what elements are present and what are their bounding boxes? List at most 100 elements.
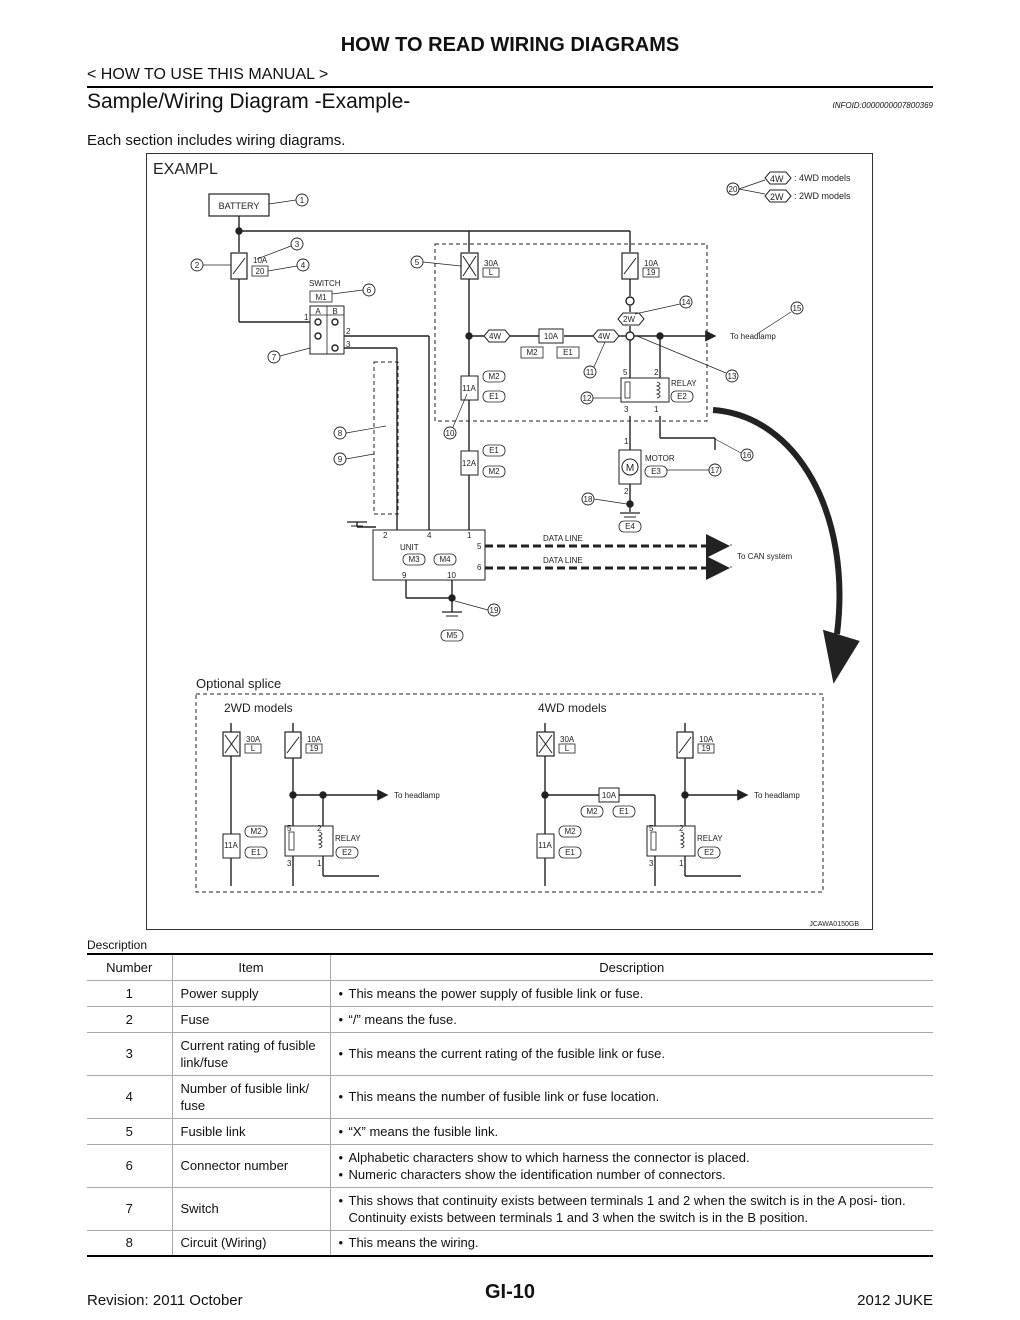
- svg-text:To headlamp: To headlamp: [754, 791, 800, 800]
- row-item: Power supply: [171, 980, 330, 1007]
- svg-text:E1: E1: [619, 807, 629, 816]
- optional-splice-label: Optional splice: [196, 676, 281, 691]
- svg-text:30A: 30A: [246, 735, 261, 744]
- svg-text:4: 4: [301, 261, 306, 270]
- svg-text:2: 2: [346, 327, 351, 336]
- svg-text:19: 19: [702, 744, 711, 753]
- svg-text:RELAY: RELAY: [335, 834, 361, 843]
- row-item: Connector number: [171, 1144, 330, 1188]
- row-item: Current rating of fusible link/fuse: [171, 1032, 330, 1076]
- legend: 4W : 4WD models 2W : 2WD models 20: [726, 171, 851, 203]
- svg-text:E1: E1: [565, 848, 575, 857]
- svg-text:3: 3: [287, 859, 292, 868]
- svg-text:E2: E2: [677, 392, 687, 401]
- svg-text:A: A: [315, 307, 321, 316]
- row-description: This shows that continuity exists betwee…: [329, 1187, 933, 1231]
- footer-page-number: GI-10: [484, 1281, 536, 1303]
- svg-text:20: 20: [256, 267, 265, 276]
- row-item: Number of fusible link/ fuse: [171, 1075, 330, 1119]
- svg-text:5: 5: [415, 258, 420, 267]
- fuse-12a: 12A E1 M2: [460, 444, 506, 478]
- svg-text:M2: M2: [526, 348, 538, 357]
- svg-text:L: L: [565, 744, 570, 753]
- svg-text:E4: E4: [625, 522, 635, 531]
- svg-text:5: 5: [477, 542, 482, 551]
- motor: 1 M 2 MOTOR E3 E4: [618, 437, 675, 533]
- svg-text:E1: E1: [489, 392, 499, 401]
- row-item: Fuse: [171, 1006, 330, 1033]
- svg-text:2: 2: [383, 531, 388, 540]
- row-item: Switch: [171, 1187, 330, 1231]
- svg-text:1: 1: [300, 196, 305, 205]
- switch: SWITCH M1 A B 1 2 3: [304, 279, 351, 355]
- svg-text:M: M: [626, 463, 634, 474]
- svg-text:12: 12: [583, 394, 592, 403]
- svg-text:2W: 2W: [623, 315, 635, 324]
- column-header: Number: [87, 953, 172, 981]
- row-description: This means the wiring.: [329, 1230, 933, 1257]
- unit-ground-m5: M5: [440, 611, 464, 642]
- svg-text:19: 19: [490, 606, 499, 615]
- table-row: 2 Fuse “/” means the fuse.: [87, 1006, 933, 1033]
- svg-text:12A: 12A: [462, 459, 477, 468]
- svg-text:E1: E1: [489, 446, 499, 455]
- svg-text:: 2WD models: : 2WD models: [794, 191, 851, 201]
- row-description: Alphabetic characters show to which harn…: [329, 1144, 933, 1188]
- svg-text:E2: E2: [704, 848, 714, 857]
- svg-text:5: 5: [649, 824, 654, 833]
- svg-text:1: 1: [654, 405, 659, 414]
- table-row: 8 Circuit (Wiring) This means the wiring…: [87, 1230, 933, 1257]
- svg-text:10A: 10A: [544, 332, 559, 341]
- figure-code: JCAWA0150GB: [809, 921, 859, 928]
- svg-text:17: 17: [711, 466, 720, 475]
- svg-text:2: 2: [654, 368, 659, 377]
- svg-text:2WD models: 2WD models: [224, 701, 293, 715]
- svg-text:B: B: [332, 307, 337, 316]
- svg-text:10: 10: [446, 429, 455, 438]
- table-row: 6 Connector number Alphabetic characters…: [87, 1144, 933, 1188]
- svg-text:To headlamp: To headlamp: [394, 791, 440, 800]
- svg-text:L: L: [489, 268, 494, 277]
- svg-text:13: 13: [728, 372, 737, 381]
- table-row: 1 Power supply This means the power supp…: [87, 980, 933, 1007]
- svg-text:11A: 11A: [224, 841, 238, 850]
- row-number: 2: [87, 1006, 172, 1033]
- table-row: 3 Current rating of fusible link/fuse Th…: [87, 1032, 933, 1076]
- svg-text:DATA LINE: DATA LINE: [543, 534, 583, 543]
- row-number: 6: [87, 1144, 172, 1188]
- middle-splice-row: 4W 10A M2 E1 4W 2W: [483, 312, 645, 359]
- row-number: 7: [87, 1187, 172, 1231]
- to-headlamp-label: To headlamp: [730, 332, 776, 341]
- svg-text:RELAY: RELAY: [697, 834, 723, 843]
- svg-text:To CAN system: To CAN system: [737, 552, 792, 561]
- data-lines: DATA LINE DATA LINE To CAN system: [485, 534, 792, 580]
- svg-text:1: 1: [317, 859, 322, 868]
- svg-text:20: 20: [729, 185, 738, 194]
- svg-text:M5: M5: [446, 631, 458, 640]
- header-rule: [87, 86, 933, 88]
- splice-4wd: 4WD models 30A L 10A M2 E1 11A M2 E1 10A…: [536, 701, 800, 886]
- svg-text:14: 14: [682, 298, 691, 307]
- svg-text:E1: E1: [251, 848, 261, 857]
- relay: 5 2 3 1 RELAY E2: [620, 368, 697, 414]
- svg-text:10A: 10A: [307, 735, 322, 744]
- table-row: 7 Switch This shows that continuity exis…: [87, 1187, 933, 1231]
- fuse-10a-right: 10A 19: [621, 252, 660, 280]
- column-header: Item: [171, 953, 330, 981]
- svg-text:M2: M2: [250, 827, 262, 836]
- wiring-diagram-figure: EXAMPL 4W : 4WD models 2W : 2WD models 2…: [146, 153, 873, 930]
- svg-text:3: 3: [295, 240, 300, 249]
- svg-text:30A: 30A: [484, 259, 499, 268]
- svg-text:3: 3: [649, 859, 654, 868]
- svg-text:10: 10: [447, 571, 456, 580]
- row-description: “/” means the fuse.: [329, 1006, 933, 1033]
- svg-text:L: L: [251, 744, 256, 753]
- page-title: HOW TO READ WIRING DIAGRAMS: [340, 34, 680, 56]
- row-number: 3: [87, 1032, 172, 1076]
- svg-text:10A: 10A: [699, 735, 714, 744]
- svg-text:2: 2: [195, 261, 200, 270]
- table-row: 5 Fusible link “X” means the fusible lin…: [87, 1118, 933, 1145]
- svg-text:M2: M2: [586, 807, 598, 816]
- svg-text:4W: 4W: [770, 174, 784, 184]
- svg-text:1: 1: [679, 859, 684, 868]
